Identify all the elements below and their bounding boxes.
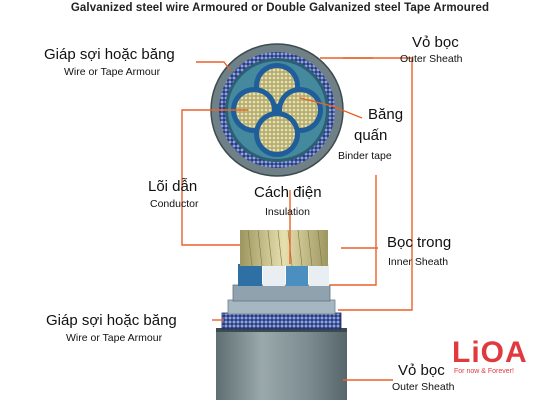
lioa-logo: LiOA bbox=[452, 336, 528, 369]
side-insulation-2 bbox=[263, 264, 285, 286]
label-outer-sheath-bottom-vi: Vỏ bọc bbox=[398, 362, 445, 379]
leader-armour-top bbox=[196, 61, 231, 71]
leader-outer-sheath-long bbox=[338, 57, 413, 311]
label-insulation-en: Insulation bbox=[265, 206, 310, 218]
label-outer-sheath-top-en: Outer Sheath bbox=[400, 53, 463, 65]
cross-section bbox=[210, 43, 344, 177]
label-armour-top-vi: Giáp sợi hoặc băng bbox=[44, 46, 175, 63]
side-insulation-4 bbox=[309, 264, 329, 286]
label-binder-tape-vi-1: Băng bbox=[368, 106, 404, 123]
side-armour bbox=[221, 312, 342, 330]
label-inner-sheath-vi: Bọc trong bbox=[387, 234, 452, 251]
label-armour-top-en: Wire or Tape Armour bbox=[64, 66, 161, 78]
label-inner-sheath-en: Inner Sheath bbox=[388, 256, 449, 268]
label-armour-bottom-en: Wire or Tape Armour bbox=[66, 332, 163, 344]
label-armour-bottom-vi: Giáp sợi hoặc băng bbox=[46, 312, 177, 329]
side-binder-tape bbox=[232, 284, 331, 302]
diagram-title: Galvanized steel wire Armoured or Double… bbox=[70, 2, 490, 14]
core-bottom-conductor bbox=[259, 116, 295, 152]
leader-conductor bbox=[181, 109, 248, 246]
leader-binder-long bbox=[330, 175, 377, 286]
cable-side-view bbox=[216, 229, 347, 400]
label-binder-tape-en: Binder tape bbox=[338, 150, 392, 162]
label-insulation-vi: Cách điện bbox=[254, 184, 322, 201]
brand-slogan: For now & Forever! bbox=[454, 368, 514, 375]
side-inner-sheath bbox=[227, 299, 336, 315]
side-insulation-3 bbox=[286, 264, 308, 286]
label-outer-sheath-top-vi: Vỏ bọc bbox=[412, 34, 459, 51]
leader-lines bbox=[181, 57, 413, 381]
label-conductor-vi: Lõi dẫn bbox=[148, 178, 198, 195]
label-outer-sheath-bottom-en: Outer Sheath bbox=[392, 381, 455, 393]
side-insulation-1 bbox=[238, 264, 262, 286]
leader-binder-tape bbox=[299, 97, 363, 119]
label-binder-tape-vi-2: quấn bbox=[354, 127, 388, 144]
brand: LiOA For now & Forever! bbox=[452, 336, 528, 376]
label-conductor-en: Conductor bbox=[150, 198, 199, 210]
side-outer-sheath bbox=[216, 328, 347, 400]
side-conductor bbox=[240, 230, 328, 266]
